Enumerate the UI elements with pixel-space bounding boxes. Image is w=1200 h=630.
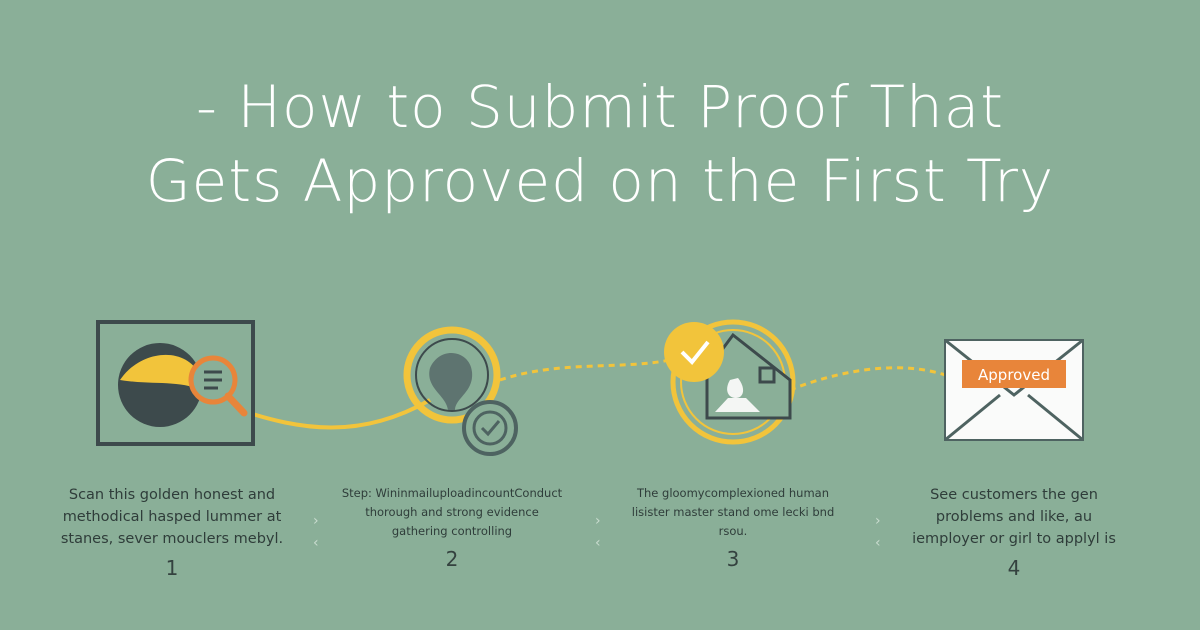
magnifier-monitor-icon bbox=[96, 320, 255, 446]
step-3-text: The gloomycomplexioned human lisister ma… bbox=[631, 486, 835, 538]
steps-illustration: Approved bbox=[96, 319, 1084, 456]
envelope-icon: Approved bbox=[944, 338, 1084, 442]
step-2-text: Step: WininmailuploadincountConduct thor… bbox=[341, 486, 563, 538]
connector-path bbox=[789, 366, 946, 392]
envelope-approved-label: Approved bbox=[978, 366, 1050, 384]
step-2: Step: WininmailuploadincountConduct thor… bbox=[337, 484, 567, 571]
checkmark-badge-icon bbox=[403, 326, 518, 456]
step-2-number: 2 bbox=[445, 547, 459, 571]
step-3-number: 3 bbox=[726, 547, 740, 571]
title-line-2: Gets Approved on the First Try bbox=[145, 147, 1055, 215]
step-4-text: See customers the gen problems and like,… bbox=[912, 487, 1116, 547]
step-1-number: 1 bbox=[165, 556, 179, 580]
connector-path bbox=[499, 358, 671, 382]
step-1: Scan this golden honest and methodical h… bbox=[57, 484, 287, 580]
step-1-text: Scan this golden honest and methodical h… bbox=[60, 487, 284, 547]
house-checkmark-icon bbox=[664, 319, 796, 445]
page-title: - How to Submit Proof That Gets Approved… bbox=[0, 70, 1200, 218]
step-4-number: 4 bbox=[1007, 556, 1021, 580]
step-4: See customers the gen problems and like,… bbox=[899, 484, 1129, 580]
chevron-right-icon: ›‹ bbox=[875, 513, 881, 551]
chevron-right-icon: ›‹ bbox=[595, 513, 601, 551]
title-line-1: - How to Submit Proof That bbox=[195, 73, 1004, 141]
step-3: The gloomycomplexioned human lisister ma… bbox=[618, 484, 848, 571]
chevron-right-icon: ›‹ bbox=[313, 513, 319, 551]
connector-path bbox=[239, 398, 431, 430]
